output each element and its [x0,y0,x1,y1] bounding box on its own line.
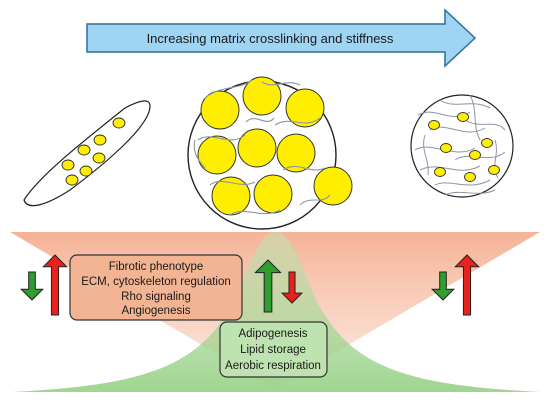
matrix-fiber [444,189,496,196]
fibrotic-line-1: Fibrotic phenotype [109,261,204,273]
lipid-droplet [440,143,452,153]
up-regulation-arrow [454,254,480,316]
fibrotic-gene-box: Fibrotic phenotype ECM, cytoskeleton reg… [69,254,243,321]
lipid-droplet [464,172,476,182]
fibrotic-line-4: Angiogenesis [121,305,190,317]
lipid-droplet [253,174,293,214]
lipid-droplet [92,152,106,164]
down-regulation-arrow [280,271,304,304]
adipogenic-gene-box: Adipogenesis Lipid storage Aerobic respi… [219,321,328,378]
matrix-fiber [423,134,429,176]
adipogenic-line-2: Lipid storage [240,344,306,356]
matrix-fiber [209,180,256,186]
adipogenic-expression-bell [12,232,540,392]
lipid-droplet [481,138,493,148]
matrix-fiber [204,79,253,99]
matrix-fiber [299,194,331,206]
matrix-fiber [439,99,491,109]
lipid-droplet [488,165,500,175]
elongated-cell [23,100,151,207]
adipogenic-line-1: Adipogenesis [238,328,307,340]
matrix-fiber [197,134,246,141]
lipid-droplet [285,88,325,128]
matrix-fiber [229,209,281,216]
matrix-fiber [282,165,326,171]
stiffness-arrow-label: Increasing matrix crosslinking and stiff… [147,31,394,46]
lipid-droplet [93,134,107,146]
lipid-droplet [197,135,237,175]
lipid-droplet [242,76,282,116]
lipid-droplet [200,90,240,130]
fibrotic-line-3: Rho signaling [121,291,191,303]
lipid-droplet [77,144,91,156]
lipid-droplet [457,112,469,122]
up-regulation-arrow [42,254,68,316]
lipid-droplet [428,120,440,130]
round-adipocyte-cell [187,76,353,230]
down-regulation-arrow [19,271,45,301]
matrix-fiber [464,119,506,131]
lipid-droplet [469,150,481,160]
lipid-droplet [237,128,277,168]
matrix-fiber [419,165,481,171]
matrix-fiber [193,139,206,169]
matrix-fiber [469,94,481,141]
lipid-droplet [61,159,75,171]
matrix-fiber [245,117,275,123]
up-regulation-arrow [254,259,282,313]
lipid-droplet [112,117,126,129]
fibrotic-line-2: ECM, cytoskeleton regulation [81,276,231,288]
matrix-fiber [261,81,301,86]
lipid-droplet [65,174,79,186]
matrix-fiber [434,179,491,186]
lipid-droplet [313,166,353,206]
lipid-droplet [434,167,446,177]
adipogenic-line-3: Aerobic respiration [225,360,321,372]
matrix-fiber [274,117,321,126]
small-stiff-cell [410,94,514,198]
matrix-fiber [494,139,499,179]
down-regulation-arrow [430,271,456,301]
stiffness-arrow: Increasing matrix crosslinking and stiff… [86,8,477,68]
lipid-droplet [79,165,93,177]
lipid-droplet [276,133,316,173]
